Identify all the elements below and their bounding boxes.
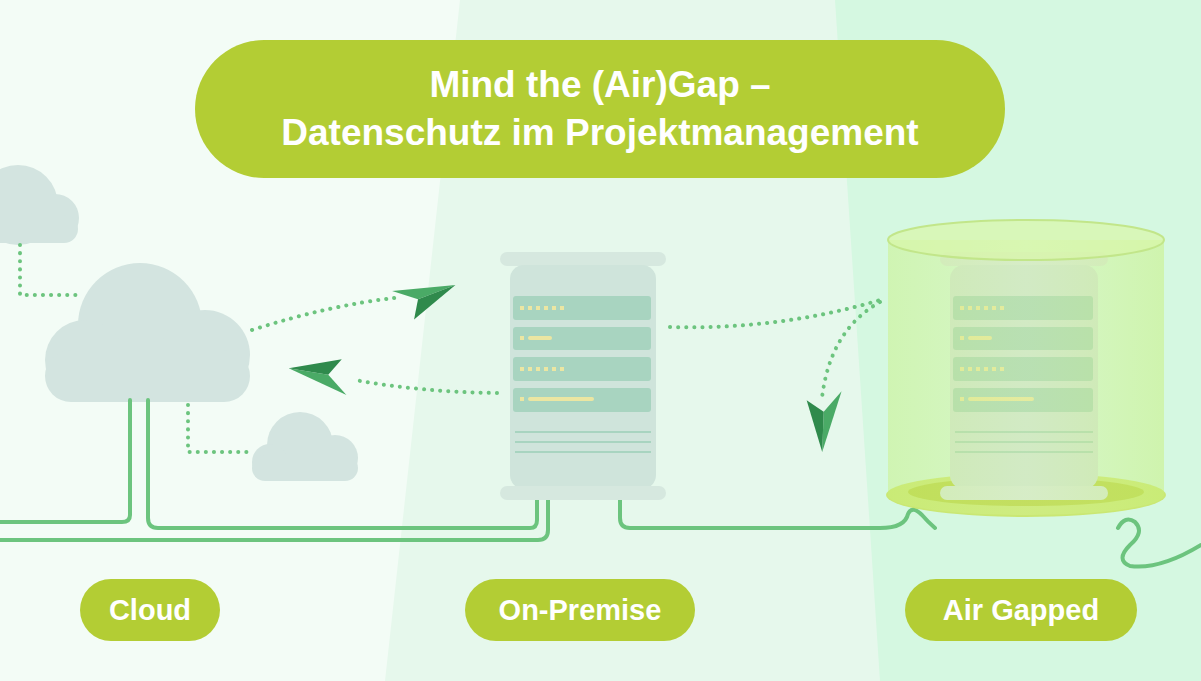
server-on-premise <box>500 252 666 500</box>
label-pill: On-Premise <box>465 579 695 641</box>
label-pill: Cloud <box>80 579 220 641</box>
title-pill: Mind the (Air)Gap – Datenschutz im Proje… <box>195 40 1005 178</box>
label-text: Cloud <box>109 594 191 627</box>
label-text: On-Premise <box>499 594 662 627</box>
cloud-small-top <box>0 165 79 245</box>
label-text: Air Gapped <box>943 594 1099 627</box>
cloud-group <box>0 165 358 481</box>
label-pill: Air Gapped <box>905 579 1137 641</box>
server-air-gapped <box>886 220 1166 517</box>
cloud-small-bottom <box>252 412 358 481</box>
cloud-big <box>45 263 250 402</box>
title-text: Mind the (Air)Gap – Datenschutz im Proje… <box>281 61 918 157</box>
